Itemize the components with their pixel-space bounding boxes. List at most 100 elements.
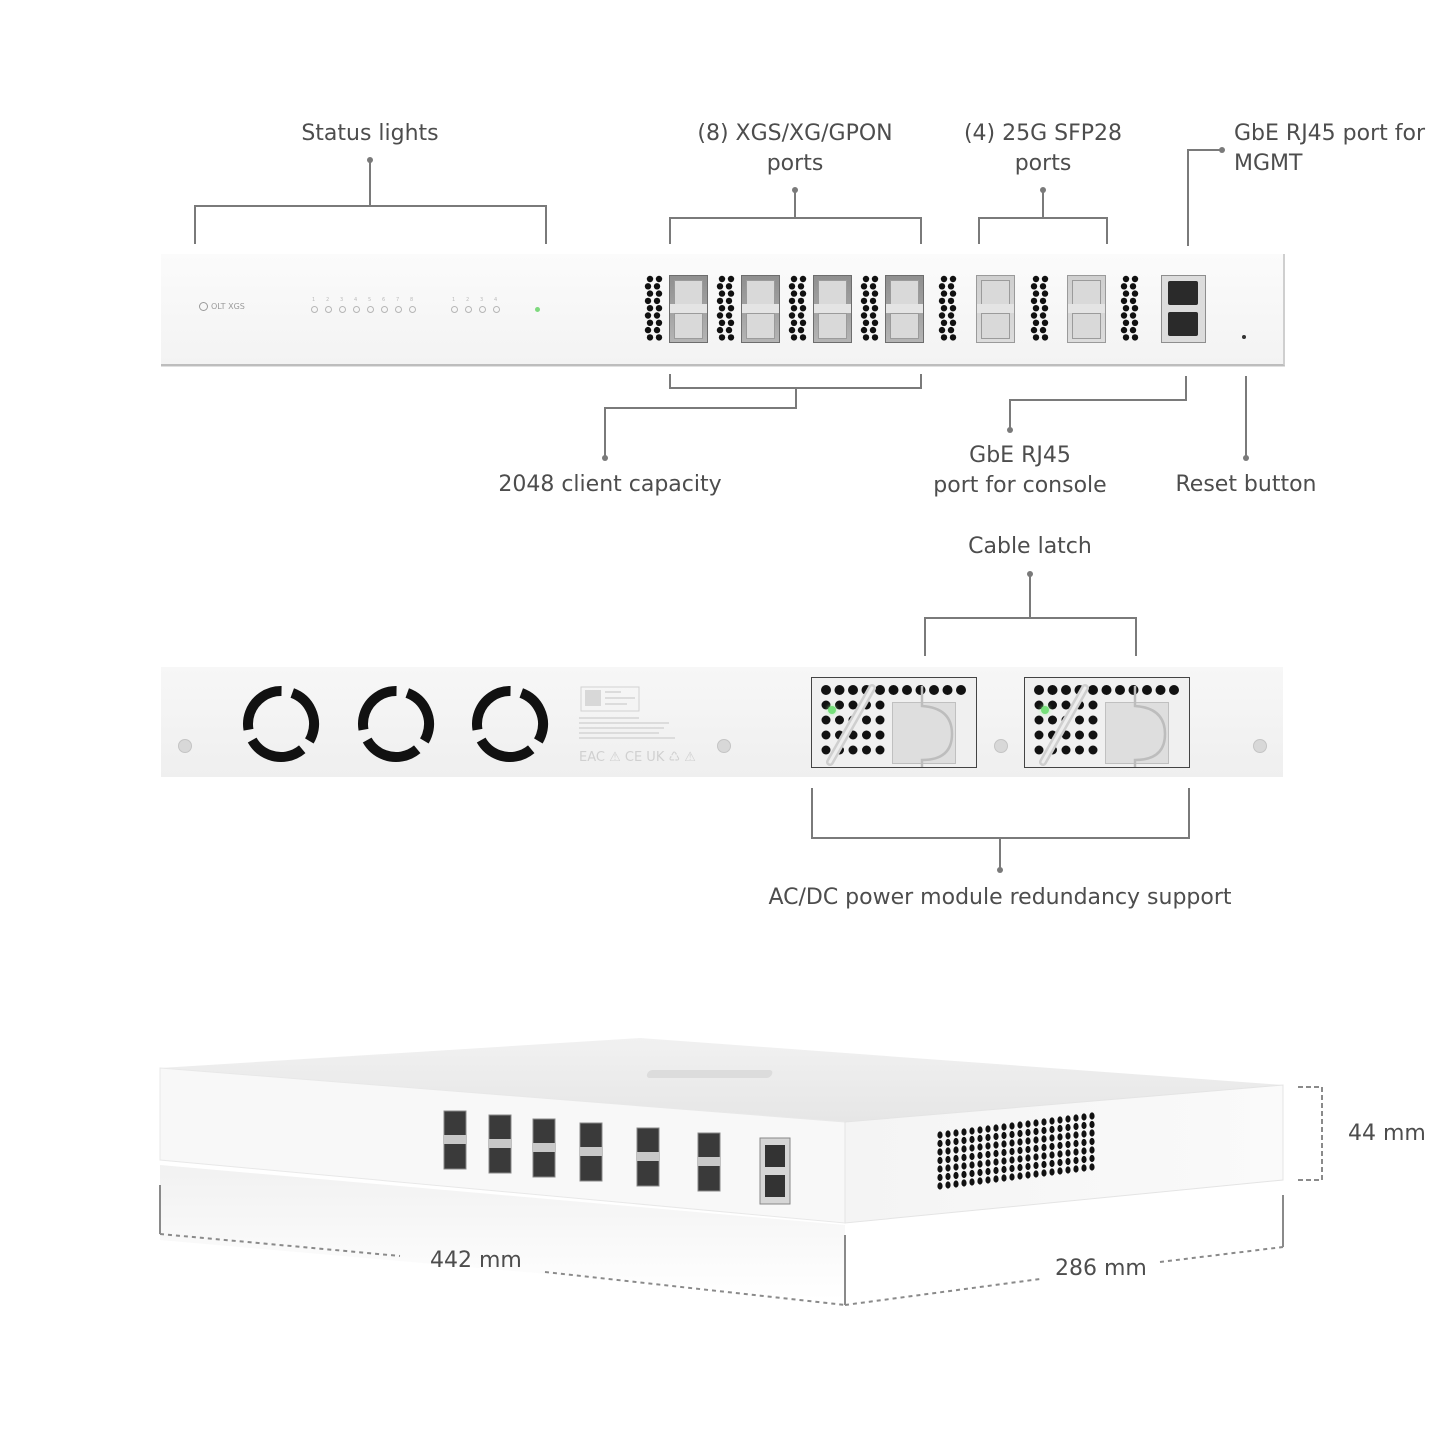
side-vent-hole <box>937 1139 943 1148</box>
side-vent-hole <box>1073 1165 1079 1173</box>
side-vent-hole <box>937 1173 943 1182</box>
side-vent-hole <box>1033 1127 1039 1136</box>
side-vent-hole <box>1001 1123 1007 1131</box>
xgs-pon-port-pair[interactable] <box>741 275 780 343</box>
side-vent-hole <box>1017 1121 1023 1129</box>
pon-status-led <box>311 306 318 313</box>
depth-dimension-line <box>844 1278 1041 1306</box>
sfp-cage <box>674 280 703 306</box>
side-vent-hole <box>1025 1137 1031 1145</box>
sfp-cage <box>1072 313 1101 339</box>
vent-grille-icon <box>860 275 879 341</box>
side-vent-hole <box>1049 1134 1055 1142</box>
callout-client-capacity: 2048 client capacity <box>498 472 722 497</box>
sfp-led-number: 4 <box>494 297 498 303</box>
xgs-pon-port-pair[interactable] <box>813 275 852 343</box>
side-vent-hole <box>1009 1130 1015 1139</box>
sfp-status-led <box>493 306 500 313</box>
sfp28-port-pair[interactable] <box>976 275 1015 343</box>
side-vent-hole <box>953 1163 959 1171</box>
side-vent-hole <box>1033 1136 1039 1144</box>
sfp-cage <box>981 313 1010 339</box>
cable-latch-bracket <box>924 617 1137 656</box>
side-vent-hole <box>953 1137 959 1146</box>
side-vent-hole <box>1009 1147 1015 1156</box>
side-vent-hole <box>1057 1150 1063 1158</box>
console-rj45-port[interactable] <box>1168 312 1198 336</box>
side-vent-hole <box>1081 1147 1087 1155</box>
device-front <box>159 1067 846 1224</box>
pon-status-led <box>409 306 416 313</box>
side-vent-hole <box>1089 1137 1095 1146</box>
side-vent-hole <box>993 1132 999 1141</box>
side-vent-hole <box>1001 1148 1007 1157</box>
reset-button[interactable] <box>1242 335 1246 339</box>
callout-mgmt-line2: MGMT <box>1234 151 1303 176</box>
psu-module-1[interactable] <box>811 677 977 768</box>
side-vent-hole <box>1089 1146 1095 1154</box>
side-vent-hole <box>937 1165 943 1173</box>
fan-icon <box>472 686 548 762</box>
pon-status-led <box>353 306 360 313</box>
iso-sfp28-port-pair <box>697 1132 721 1192</box>
side-vent-hole <box>1057 1124 1063 1133</box>
side-vent-hole <box>1057 1133 1063 1141</box>
xgs-ports-bracket <box>669 217 922 244</box>
pon-led-number: 8 <box>410 297 414 303</box>
side-vent-hole <box>1025 1171 1031 1179</box>
iso-port-divider <box>489 1139 511 1148</box>
dimension-width-label: 442 mm <box>430 1248 522 1273</box>
side-vent-hole <box>1073 1139 1079 1148</box>
side-vent-hole <box>1033 1170 1039 1178</box>
iso-rj45-jack <box>765 1175 785 1197</box>
iso-rj45-jack <box>765 1145 785 1167</box>
sfp28-port-pair[interactable] <box>1067 275 1106 343</box>
console-port-leader <box>1009 376 1187 430</box>
side-vent-hole <box>953 1146 959 1154</box>
mgmt-port-leader <box>1187 149 1222 246</box>
side-vent-hole <box>993 1149 999 1158</box>
status-lights-bracket <box>194 205 547 244</box>
side-vent-hole <box>1009 1122 1015 1130</box>
side-vent-hole <box>1057 1141 1063 1150</box>
side-vent-hole <box>945 1155 951 1164</box>
iso-port-divider <box>533 1143 555 1152</box>
side-vent-hole <box>961 1128 967 1136</box>
sfp-cage <box>977 304 1014 313</box>
iso-xgs-port-pair <box>532 1118 556 1178</box>
side-vent-hole <box>1073 1114 1079 1122</box>
side-vent-hole <box>1081 1113 1087 1121</box>
pon-status-led <box>339 306 346 313</box>
sfp-cage <box>814 304 851 313</box>
mgmt-rj45-port[interactable] <box>1168 281 1198 305</box>
side-vent-hole <box>937 1156 943 1165</box>
side-vent-hole <box>961 1162 967 1170</box>
xgs-pon-port-pair[interactable] <box>885 275 924 343</box>
dimension-height-label: 44 mm <box>1348 1121 1426 1146</box>
side-vent-hole <box>1017 1146 1023 1155</box>
cable-latch-icon[interactable] <box>1025 678 1189 767</box>
fan-icon <box>243 686 319 762</box>
side-vent-hole <box>1033 1153 1039 1161</box>
psu-module-2[interactable] <box>1024 677 1190 768</box>
sfp-cage <box>890 313 919 339</box>
xgs-pon-port-pair[interactable] <box>669 275 708 343</box>
iso-port-divider <box>580 1147 602 1156</box>
system-status-led <box>535 307 540 312</box>
sfp-cage <box>890 280 919 306</box>
side-vent-hole <box>953 1129 959 1137</box>
pon-led-number: 5 <box>368 297 372 303</box>
side-vent-hole <box>1065 1140 1071 1149</box>
callout-power-redundancy: AC/DC power module redundancy support <box>768 885 1232 910</box>
cable-latch-icon[interactable] <box>812 678 976 767</box>
side-vent-hole <box>985 1159 991 1167</box>
pon-status-led <box>325 306 332 313</box>
side-vent-hole <box>1089 1112 1095 1120</box>
side-vent-hole <box>977 1143 983 1151</box>
side-vent-hole <box>1073 1131 1079 1139</box>
side-vent-hole <box>969 1161 975 1169</box>
pon-led-number: 3 <box>340 297 344 303</box>
iso-xgs-port-pair <box>579 1122 603 1182</box>
side-vent-hole <box>1033 1161 1039 1170</box>
side-vent-hole <box>1049 1151 1055 1159</box>
